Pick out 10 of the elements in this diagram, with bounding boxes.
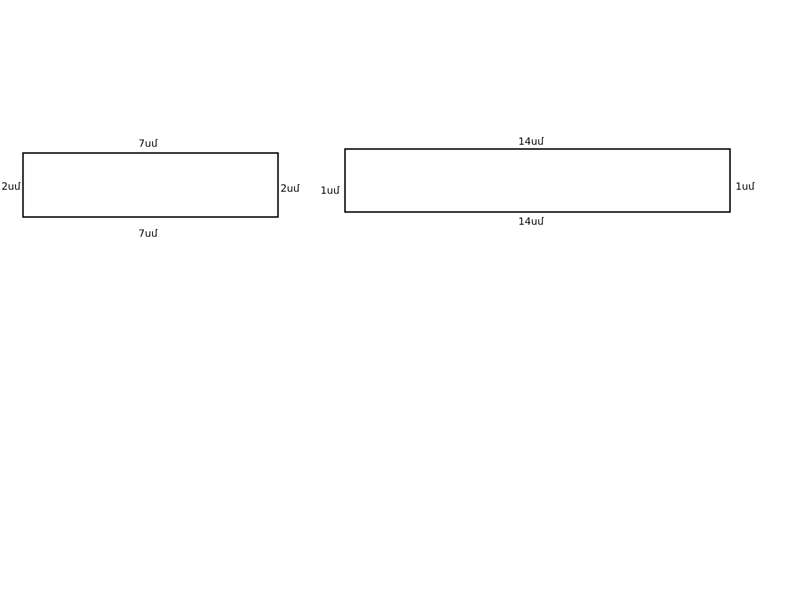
- dimension-label: 2սմ: [281, 184, 300, 192]
- dimension-label: 7սմ: [139, 139, 158, 147]
- dimension-label: 1սմ: [322, 186, 340, 194]
- rectangle-shape: [22, 152, 279, 218]
- dimension-label: 7սմ: [139, 229, 158, 237]
- dimension-label: 14սմ: [519, 217, 544, 225]
- dimension-label: 14սմ: [519, 137, 544, 145]
- rectangle-shape: [344, 148, 731, 213]
- dimension-label: 1սմ: [736, 182, 755, 190]
- dimension-label: 2սմ: [2, 182, 21, 190]
